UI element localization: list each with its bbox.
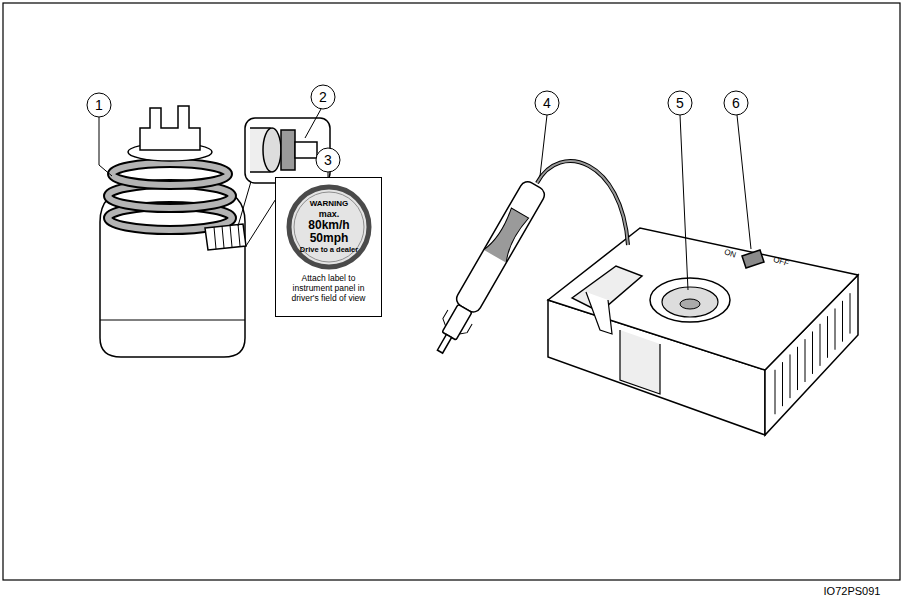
holder-clip xyxy=(586,292,612,334)
compressor-notch xyxy=(620,330,660,394)
sealant-bottle xyxy=(100,106,246,357)
warning-circle: WARNINGmax.80km/h50mphDrive to a dealer xyxy=(286,184,372,270)
switch-label: OFF xyxy=(772,256,790,269)
power-plug xyxy=(428,178,548,358)
vent-slot xyxy=(782,362,783,406)
warning-text: 50mph xyxy=(310,232,349,245)
vent-slot xyxy=(850,293,851,333)
warning-ring xyxy=(289,187,369,267)
power-cord-outline xyxy=(537,161,628,245)
figure-code: IO72PS091 xyxy=(824,586,881,597)
power-switch xyxy=(742,250,764,268)
callout-number: 3 xyxy=(324,153,332,167)
switch-label: ON xyxy=(723,248,737,259)
hose-coil-outline xyxy=(112,163,228,185)
callout-circle xyxy=(668,91,692,115)
hose-connector xyxy=(205,224,246,250)
callout-number: 4 xyxy=(543,96,551,110)
leader-line xyxy=(305,109,321,138)
callout-circle xyxy=(724,91,748,115)
callout-number: 1 xyxy=(95,98,103,112)
plug-grip xyxy=(484,207,532,263)
warning-inner-ring xyxy=(294,192,364,262)
bottle-body xyxy=(100,188,245,357)
vent-slot xyxy=(842,301,843,342)
warning-text: max. xyxy=(319,209,340,219)
callouts xyxy=(87,85,751,290)
vent-slot xyxy=(820,324,821,366)
compressor-top xyxy=(548,228,858,370)
vent-slot xyxy=(805,339,806,382)
warning-text: 80km/h xyxy=(308,219,349,232)
callout-number: 5 xyxy=(676,96,684,110)
vent-slot xyxy=(790,354,791,398)
leader-line xyxy=(680,115,688,290)
bottle-seam xyxy=(100,320,245,321)
callout-circle xyxy=(535,91,559,115)
callout-circle xyxy=(311,85,335,109)
frame xyxy=(3,3,900,580)
nozzle-tip xyxy=(295,142,317,158)
socket-valve xyxy=(680,299,700,309)
callout-circle xyxy=(316,148,340,172)
vent-slot xyxy=(827,316,828,358)
warning-label: Attach label to instrument panel in driv… xyxy=(275,177,382,317)
connector-ribs xyxy=(214,224,240,249)
vent-slot xyxy=(812,331,813,373)
inset-frame xyxy=(245,118,330,183)
plug-contact xyxy=(440,310,472,337)
vent-slot xyxy=(797,347,798,390)
warning-text: WARNING xyxy=(310,200,349,209)
callout-circle xyxy=(87,93,111,117)
nozzle-body xyxy=(281,130,295,170)
warning-text: Drive to a dealer xyxy=(300,246,358,254)
leader-line xyxy=(99,117,112,176)
callout-number: 6 xyxy=(732,96,740,110)
vent-slot xyxy=(775,370,776,414)
bottle-socket xyxy=(650,278,730,322)
bottle-cap xyxy=(140,106,200,150)
plug-pin xyxy=(437,335,451,354)
compressor xyxy=(548,228,858,435)
vent-slot xyxy=(835,308,836,349)
vents xyxy=(775,293,850,414)
instruction-text: Attach label to instrument panel in driv… xyxy=(276,274,381,303)
leader-line xyxy=(737,115,751,249)
callout-number: 2 xyxy=(319,90,327,104)
power-cord xyxy=(537,161,628,245)
hose-coil xyxy=(112,163,228,185)
socket-inner xyxy=(662,287,718,317)
leader-line xyxy=(540,115,547,176)
plug-body xyxy=(454,179,548,315)
nozzle-flange xyxy=(263,128,281,172)
